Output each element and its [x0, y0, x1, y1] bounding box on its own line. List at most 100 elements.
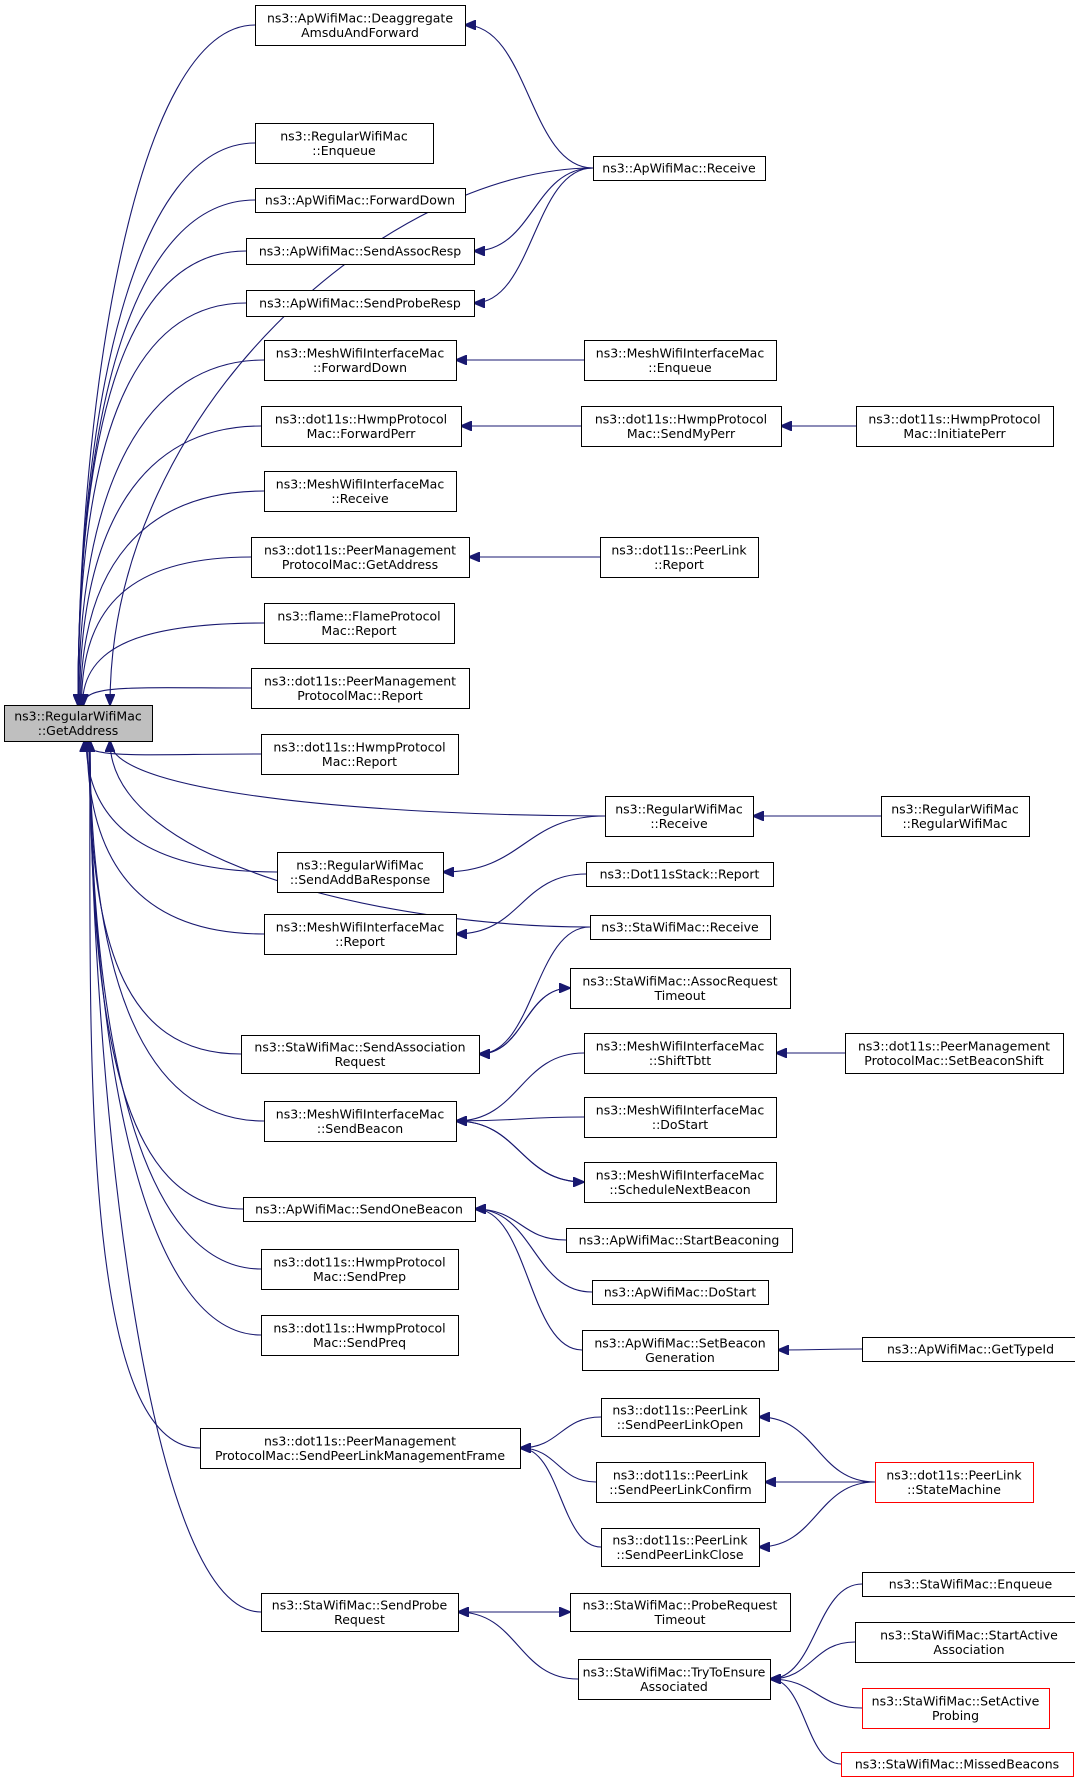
- node-box: [586, 862, 774, 887]
- node-box: [566, 1228, 793, 1253]
- node-label: ns3::dot11s::HwmpProtocol: [868, 411, 1040, 426]
- node-box: [593, 156, 766, 181]
- function-node[interactable]: ns3::ApWifiMac::Receive: [593, 156, 766, 181]
- node-label: Mac::ForwardPerr: [307, 426, 417, 441]
- node-box: [584, 1033, 777, 1074]
- node-label: Generation: [645, 1350, 715, 1365]
- function-node[interactable]: ns3::MeshWifiInterfaceMac::SendBeacon: [264, 1101, 457, 1142]
- function-node[interactable]: ns3::dot11s::PeerManagementProtocolMac::…: [200, 1428, 521, 1469]
- call-edge: [778, 1349, 863, 1350]
- function-node[interactable]: ns3::ApWifiMac::DeaggregateAmsduAndForwa…: [255, 5, 466, 46]
- call-edge: [81, 490, 265, 705]
- node-box: [570, 968, 791, 1009]
- node-box: [264, 1101, 457, 1142]
- node-label: ns3::dot11s::HwmpProtocol: [275, 411, 447, 426]
- node-box: [862, 1572, 1075, 1597]
- function-node[interactable]: ns3::MeshWifiInterfaceMac::ScheduleNextB…: [584, 1162, 777, 1203]
- function-node[interactable]: ns3::ApWifiMac::DoStart: [592, 1280, 769, 1305]
- node-box: [246, 290, 475, 317]
- node-label: ns3::dot11s::HwmpProtocol: [273, 1320, 445, 1335]
- root-function-node[interactable]: ns3::RegularWifiMac::GetAddress: [4, 705, 153, 742]
- call-edge: [475, 1209, 583, 1351]
- node-label: Request: [335, 1054, 386, 1069]
- call-edge: [443, 815, 606, 872]
- node-label: ::SendPeerLinkOpen: [617, 1417, 744, 1432]
- function-node[interactable]: ns3::dot11s::PeerManagementProtocolMac::…: [251, 537, 470, 578]
- node-label: ::Report: [335, 934, 385, 949]
- function-node[interactable]: ns3::RegularWifiMac::Enqueue: [255, 123, 434, 164]
- function-node[interactable]: ns3::MeshWifiInterfaceMac::Receive: [264, 471, 457, 512]
- node-box: [856, 406, 1054, 447]
- function-node[interactable]: ns3::MeshWifiInterfaceMac::ForwardDown: [264, 340, 457, 381]
- function-node[interactable]: ns3::MeshWifiInterfaceMac::ShiftTbtt: [584, 1033, 777, 1074]
- function-node[interactable]: ns3::Dot11sStack::Report: [586, 862, 774, 887]
- node-label: ns3::StaWifiMac::Enqueue: [889, 1577, 1053, 1592]
- function-node[interactable]: ns3::dot11s::PeerLink::StateMachine: [875, 1462, 1034, 1503]
- function-node[interactable]: ns3::ApWifiMac::GetTypeId: [862, 1337, 1075, 1362]
- function-node[interactable]: ns3::RegularWifiMac::SendAddBaResponse: [277, 852, 444, 893]
- call-edge: [479, 926, 591, 1054]
- call-edge: [456, 873, 587, 934]
- function-node[interactable]: ns3::StaWifiMac::MissedBeacons: [841, 1752, 1074, 1777]
- call-edge: [89, 741, 242, 1055]
- node-box: [881, 796, 1030, 837]
- function-node[interactable]: ns3::dot11s::PeerLink::Report: [600, 537, 759, 578]
- node-label: ns3::ApWifiMac::SetBeacon: [594, 1335, 765, 1350]
- function-node[interactable]: ns3::MeshWifiInterfaceMac::Enqueue: [584, 340, 777, 381]
- node-box: [264, 471, 457, 512]
- function-node[interactable]: ns3::RegularWifiMac::Receive: [605, 796, 754, 837]
- node-box: [264, 914, 457, 955]
- function-node[interactable]: ns3::dot11s::PeerManagementProtocolMac::…: [251, 668, 470, 709]
- call-edge: [770, 1641, 856, 1679]
- function-node[interactable]: ns3::MeshWifiInterfaceMac::DoStart: [584, 1097, 777, 1138]
- node-label: ns3::RegularWifiMac: [615, 801, 743, 816]
- call-edge: [78, 302, 247, 705]
- function-node[interactable]: ns3::ApWifiMac::SendOneBeacon: [243, 1197, 476, 1222]
- node-label: ::Receive: [650, 816, 708, 831]
- node-label: ns3::MeshWifiInterfaceMac: [596, 345, 765, 360]
- node-label: ns3::ApWifiMac::SendAssocResp: [259, 244, 461, 259]
- call-edge: [78, 24, 256, 705]
- function-node[interactable]: ns3::dot11s::PeerLink::SendPeerLinkConfi…: [596, 1462, 766, 1503]
- function-node[interactable]: ns3::dot11s::HwmpProtocolMac::ForwardPer…: [261, 406, 462, 447]
- function-node[interactable]: ns3::dot11s::HwmpProtocolMac::InitiatePe…: [856, 406, 1054, 447]
- node-label: ns3::RegularWifiMac: [891, 801, 1019, 816]
- function-node[interactable]: ns3::StaWifiMac::Receive: [590, 915, 771, 940]
- node-label: ns3::ApWifiMac::Receive: [602, 161, 756, 176]
- node-label: ns3::ApWifiMac::DoStart: [604, 1285, 756, 1300]
- call-edge: [455, 1120, 584, 1182]
- call-edge: [456, 1052, 585, 1121]
- function-node[interactable]: ns3::RegularWifiMac::RegularWifiMac: [881, 796, 1030, 837]
- node-box: [582, 1330, 779, 1371]
- node-label: Timeout: [653, 1612, 705, 1627]
- function-node[interactable]: ns3::ApWifiMac::SendProbeResp: [246, 290, 475, 317]
- function-node[interactable]: ns3::dot11s::PeerLink::SendPeerLinkClose: [601, 1528, 760, 1567]
- function-node[interactable]: ns3::dot11s::PeerLink::SendPeerLinkOpen: [601, 1398, 760, 1437]
- node-box: [875, 1462, 1034, 1503]
- node-box: [578, 1659, 771, 1700]
- function-node[interactable]: ns3::MeshWifiInterfaceMac::Report: [264, 914, 457, 955]
- call-edge: [90, 741, 262, 1270]
- function-node[interactable]: ns3::dot11s::PeerManagementProtocolMac::…: [845, 1033, 1064, 1074]
- node-box: [841, 1752, 1074, 1777]
- node-label: ns3::dot11s::PeerManagement: [858, 1038, 1050, 1053]
- call-edge: [478, 988, 570, 1055]
- function-node[interactable]: ns3::StaWifiMac::Enqueue: [862, 1572, 1075, 1597]
- function-node[interactable]: ns3::ApWifiMac::SendAssocResp: [246, 238, 475, 265]
- call-edge: [465, 25, 594, 169]
- function-node[interactable]: ns3::ApWifiMac::StartBeaconing: [566, 1228, 793, 1253]
- function-node[interactable]: ns3::ApWifiMac::ForwardDown: [255, 188, 466, 213]
